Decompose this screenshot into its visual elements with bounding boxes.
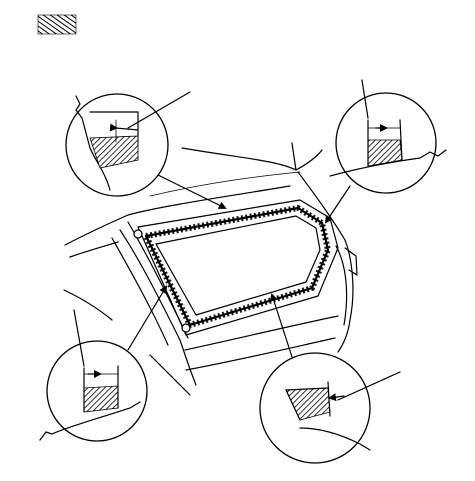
detail-view-lower-right	[259, 352, 401, 464]
detail-view-lower-left	[39, 309, 148, 442]
arrow-upper-right	[324, 185, 351, 224]
detail-view-upper-right	[329, 79, 447, 194]
arrow-upper-left	[157, 174, 227, 209]
arrow-lower-left	[127, 285, 168, 351]
detail-view-upper-left	[65, 91, 191, 197]
arrow-lower-right	[270, 293, 293, 358]
diagonal-hatch-swatch-icon	[37, 14, 77, 35]
quarter-glass	[133, 199, 339, 336]
vehicle-body	[63, 142, 358, 396]
leader-arrows	[127, 174, 351, 358]
